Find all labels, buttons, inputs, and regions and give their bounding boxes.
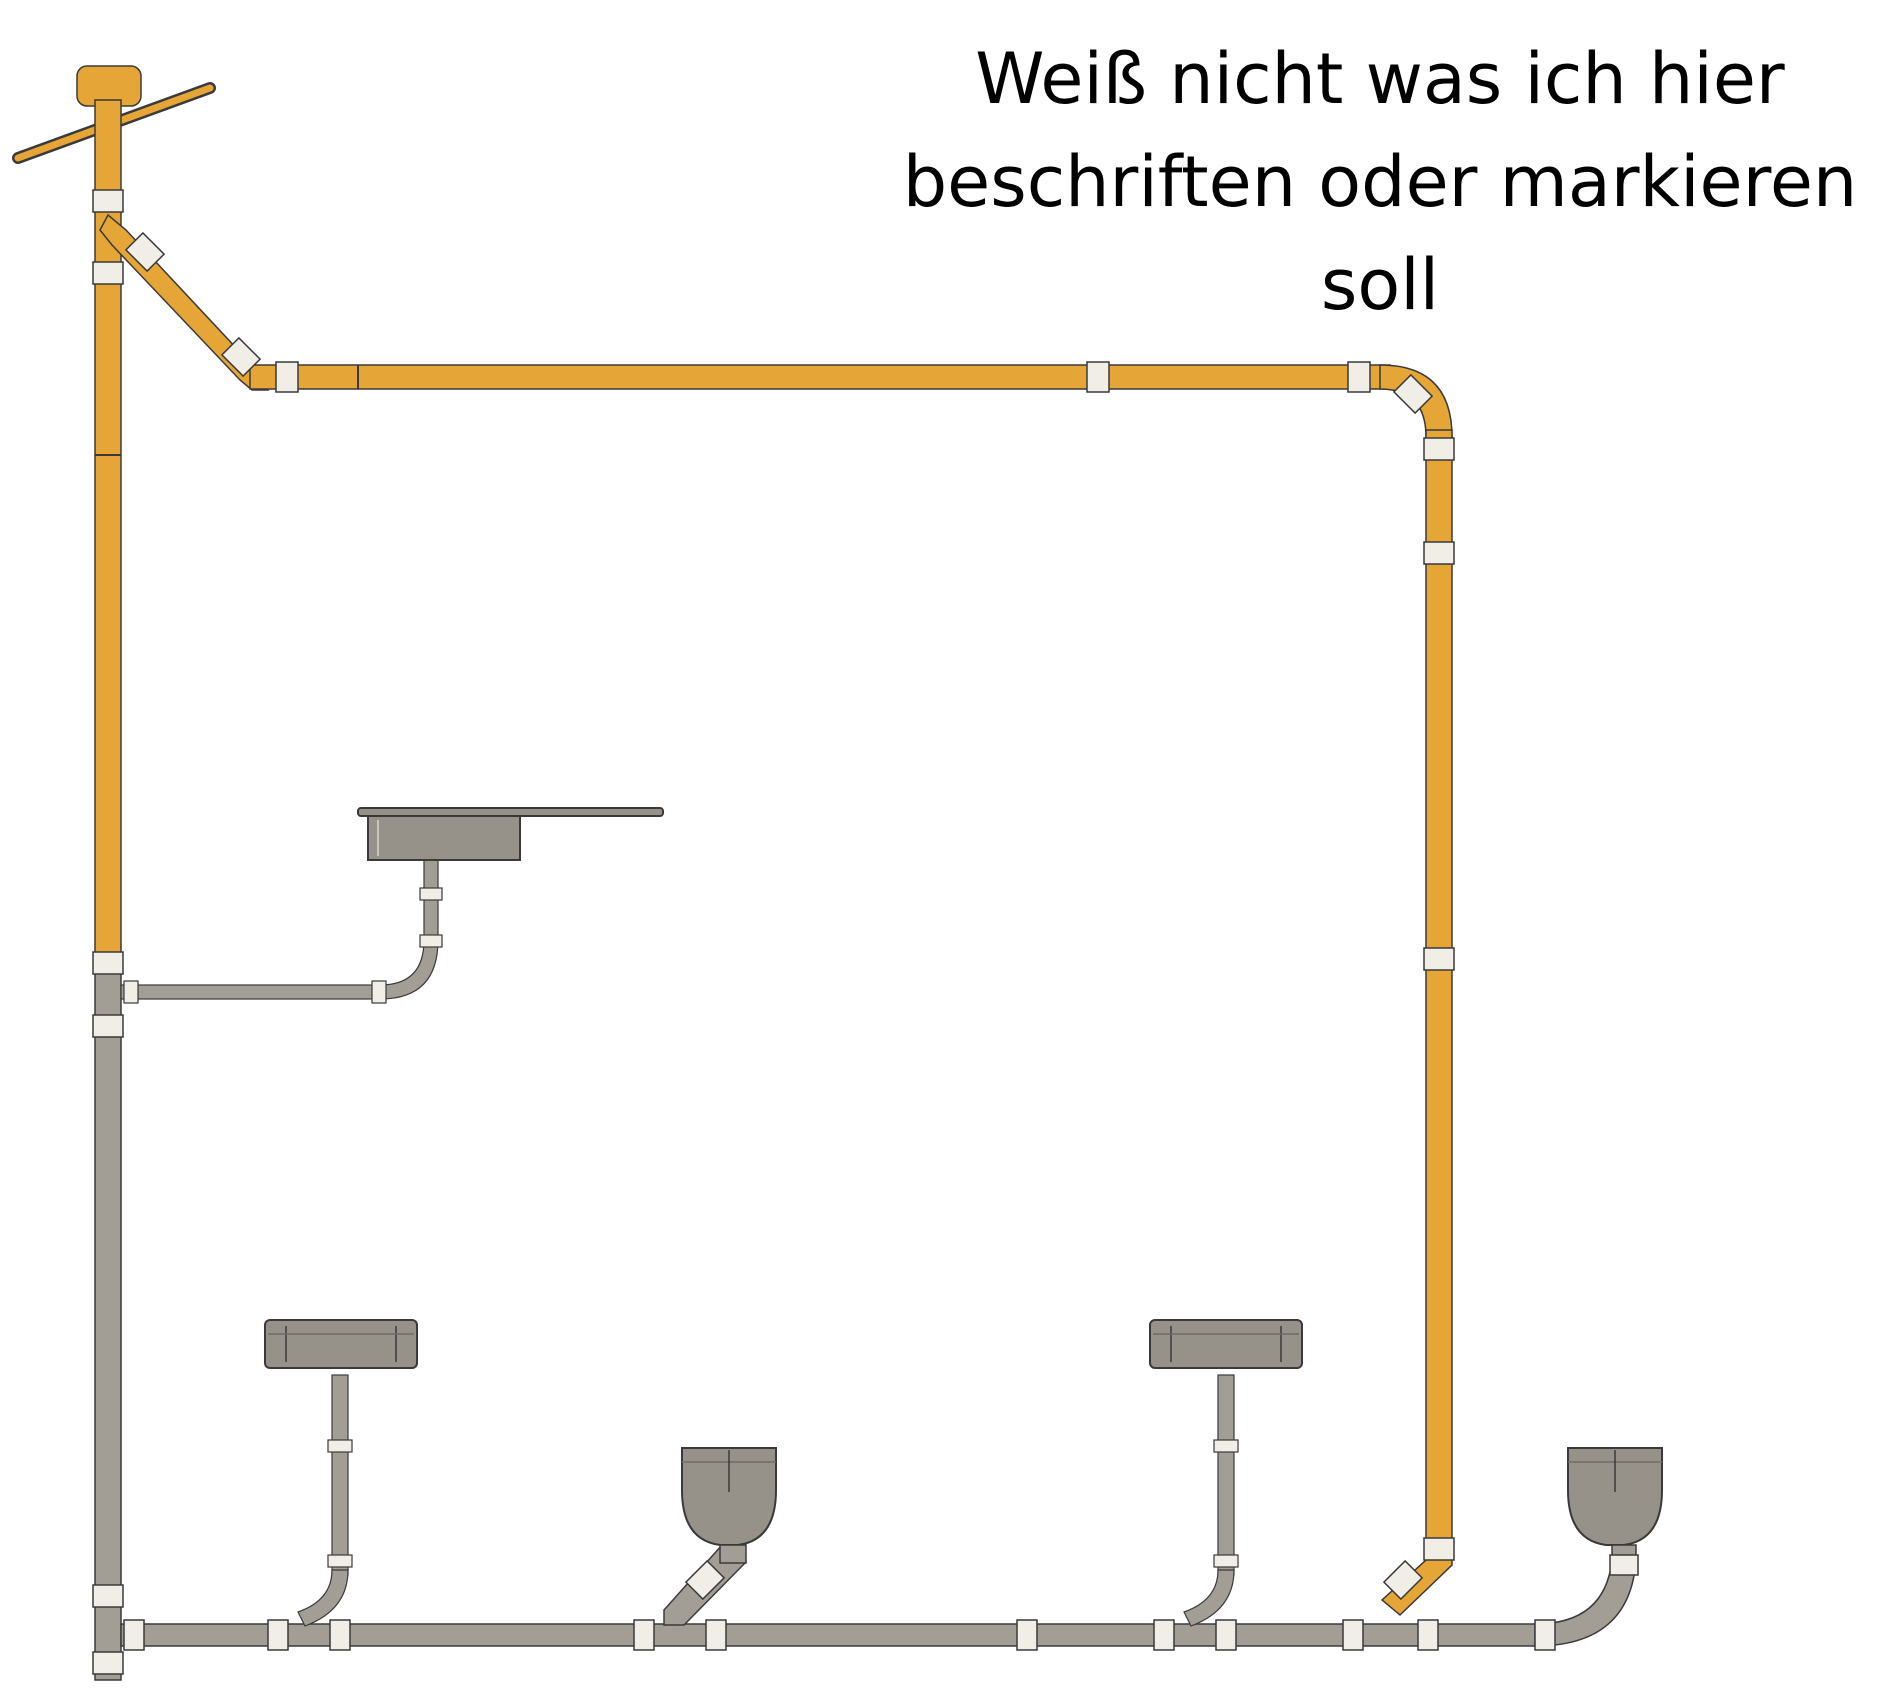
pipe-coupling <box>1392 373 1434 415</box>
sink-elbow <box>379 939 439 1000</box>
toilet-bowl-icon <box>681 1447 777 1564</box>
pipe-coupling <box>92 261 124 285</box>
sink-branch <box>120 984 387 1000</box>
vent-pipe-system <box>12 65 1453 1617</box>
pipe-coupling <box>124 231 166 273</box>
pipe-coupling <box>92 951 124 975</box>
caption-line-1: Weiß nicht was ich hier <box>975 38 1785 120</box>
pipe-coupling <box>1215 1619 1237 1651</box>
pipe-coupling <box>1213 1439 1239 1453</box>
pipe-coupling <box>1342 1619 1364 1651</box>
pipe-coupling <box>123 980 139 1004</box>
toilet-bowl-icon <box>1567 1447 1663 1564</box>
pipe-coupling <box>267 1619 289 1651</box>
pipe-coupling <box>684 1559 726 1601</box>
pipe-coupling <box>1213 1554 1239 1568</box>
pipe-coupling <box>1417 1619 1439 1651</box>
fixtures <box>264 807 1663 1564</box>
pipe-couplings <box>92 189 1639 1675</box>
washbasin-icon <box>264 1319 418 1369</box>
pipe-coupling <box>1086 361 1110 393</box>
pipe-coupling <box>419 934 443 948</box>
pipe-coupling <box>92 1584 124 1608</box>
caption-line-2: beschriften oder markieren <box>902 141 1858 223</box>
pipe-coupling <box>1609 1554 1639 1576</box>
drain-pipe-system <box>94 859 1637 1681</box>
pipe-coupling <box>1153 1619 1175 1651</box>
pipe-coupling <box>92 189 124 213</box>
pipe-coupling <box>329 1619 351 1651</box>
pipe-coupling <box>1423 541 1455 565</box>
pipe-coupling <box>705 1619 727 1651</box>
pipe-coupling <box>371 980 387 1004</box>
sink-basin-icon <box>357 807 664 861</box>
pipe-coupling <box>1016 1619 1038 1651</box>
pipe-coupling <box>1534 1619 1556 1651</box>
pipe-coupling <box>419 887 443 901</box>
basin1-tailpiece <box>331 1374 349 1576</box>
pipe-coupling <box>1423 437 1455 461</box>
basin1-elbow <box>297 1569 349 1627</box>
pipe-coupling <box>92 1651 124 1675</box>
caption-line-3: soll <box>1320 244 1440 326</box>
pipe-coupling <box>1423 947 1455 971</box>
pipe-coupling <box>633 1619 655 1651</box>
washbasin-icon <box>1149 1319 1303 1369</box>
pipe-coupling <box>220 336 262 378</box>
basin2-tailpiece <box>1217 1374 1235 1576</box>
pipe-coupling <box>327 1554 353 1568</box>
pipe-coupling <box>275 361 299 393</box>
pipe-coupling <box>1347 361 1371 393</box>
vent-down-right <box>1425 429 1453 1551</box>
vent-horizontal <box>249 364 1391 390</box>
drain-stack <box>94 959 122 1681</box>
diagram-caption: Weiß nicht was ich hier beschriften oder… <box>880 28 1880 337</box>
pipe-coupling <box>1382 1559 1424 1601</box>
sink-trap-pipe <box>423 859 439 946</box>
basin2-elbow <box>1183 1569 1235 1627</box>
pipe-coupling <box>1423 1537 1455 1561</box>
pipe-coupling <box>92 1014 124 1038</box>
pipe-coupling <box>327 1439 353 1453</box>
pipe-coupling <box>123 1619 145 1651</box>
